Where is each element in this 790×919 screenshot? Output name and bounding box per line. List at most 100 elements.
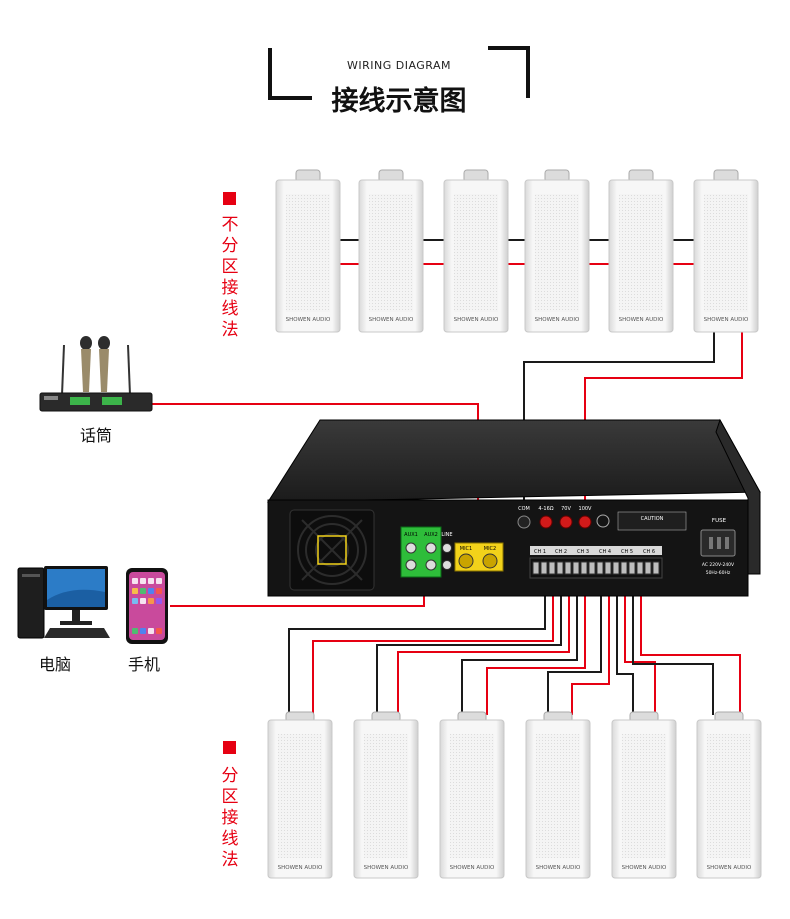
com-label: COM — [518, 506, 530, 512]
screw-terminal[interactable] — [572, 561, 580, 575]
terminal-4-16[interactable] — [539, 515, 553, 529]
zone2-wire-red — [397, 578, 570, 715]
zone3-wire-red — [486, 578, 586, 715]
caution-label: CAUTION — [641, 516, 664, 522]
section-top-char: 不 — [222, 215, 239, 235]
mic-jack[interactable] — [482, 553, 498, 569]
zone1-wire-red — [312, 578, 554, 715]
section-bottom-char: 接 — [222, 808, 239, 828]
bottom-speaker-row: SHOWEN AUDIO SHOWEN AUDIO SHOWEN AUDIO S… — [267, 711, 762, 879]
caution-plate — [617, 511, 687, 531]
com-terminal[interactable] — [517, 515, 531, 529]
line-label: LINE — [441, 532, 452, 538]
zone3-wire-black — [461, 578, 578, 715]
rca-jack[interactable] — [442, 543, 452, 553]
screw-terminal[interactable] — [636, 561, 644, 575]
screw-terminal[interactable] — [612, 561, 620, 575]
screw-terminal[interactable] — [644, 561, 652, 575]
fuse-label: FUSE — [712, 518, 727, 524]
screw-terminal[interactable] — [588, 561, 596, 575]
zone5-wire-red — [624, 578, 656, 715]
header-bracket-right — [488, 46, 530, 98]
screw-terminal[interactable] — [532, 561, 540, 575]
screw-terminal[interactable] — [580, 561, 588, 575]
rca-jack[interactable] — [405, 542, 417, 554]
speaker-brand-label: SHOWEN AUDIO — [707, 865, 752, 871]
column-speaker: SHOWEN AUDIO — [611, 711, 677, 879]
output-70v-label: 70V — [561, 506, 571, 512]
rca-jack[interactable] — [425, 559, 437, 571]
channel-label: CH 2 — [555, 549, 567, 555]
phone-icon: 手机 — [126, 568, 168, 674]
rca-jack[interactable] — [425, 542, 437, 554]
zone1-wire-black — [288, 578, 546, 715]
zone4-wire-red — [571, 578, 610, 715]
screw-terminal[interactable] — [556, 561, 564, 575]
microphone-icon — [80, 336, 92, 392]
section-top-char: 区 — [222, 257, 239, 277]
screw-terminal[interactable] — [652, 561, 660, 575]
section-bottom-char: 区 — [222, 787, 239, 807]
amplifier-top — [267, 419, 761, 503]
zone6-wire-black — [632, 578, 714, 715]
section-marker-bottom — [223, 741, 236, 754]
zone6-wire-red — [640, 578, 741, 715]
speaker-brand-label: SHOWEN AUDIO — [619, 317, 664, 323]
section-top-char: 线 — [222, 299, 239, 319]
screw-terminal[interactable] — [604, 561, 612, 575]
power-input-section: FUSE AC 220V-240V 50Hz-60Hz — [700, 518, 736, 576]
aux-input-panel: AUX1 AUX2 — [400, 526, 442, 578]
speaker-brand-label: SHOWEN AUDIO — [535, 317, 580, 323]
top-speaker-row: SHOWEN AUDIO SHOWEN AUDIO SHOWEN AUDIO S… — [275, 169, 759, 333]
channel-label: CH 5 — [621, 549, 633, 555]
aux1-label: AUX1 — [404, 532, 418, 538]
section-top-char: 接 — [222, 278, 239, 298]
certification-logo-icon — [596, 514, 610, 528]
column-speaker: SHOWEN AUDIO — [524, 169, 590, 333]
speaker-brand-label: SHOWEN AUDIO — [278, 865, 323, 871]
mic-input-panel: MIC1 MIC2 — [454, 542, 504, 572]
screw-terminal[interactable] — [620, 561, 628, 575]
section-top-char: 法 — [222, 320, 239, 340]
output-100v-label: 100V — [579, 506, 593, 512]
rca-jack[interactable] — [442, 560, 452, 570]
section-top-char: 分 — [222, 236, 239, 256]
column-speaker: SHOWEN AUDIO — [696, 711, 762, 879]
output-4-16-label: 4-16Ω — [538, 506, 553, 512]
screw-terminal[interactable] — [548, 561, 556, 575]
rca-jack[interactable] — [405, 559, 417, 571]
section-label-top: 不 分 区 接 线 法 — [222, 192, 239, 340]
screw-terminal[interactable] — [540, 561, 548, 575]
zone-channel-strip: CH 1 CH 2 CH 3 CH 4 CH 5 CH 6 — [529, 546, 663, 579]
speaker-brand-label: SHOWEN AUDIO — [622, 865, 667, 871]
section-bottom-char: 法 — [222, 850, 239, 870]
column-speaker: SHOWEN AUDIO — [358, 169, 424, 333]
screw-terminal[interactable] — [628, 561, 636, 575]
section-bottom-char: 分 — [222, 766, 239, 786]
section-marker-top — [223, 192, 236, 205]
section-bottom-char: 线 — [222, 829, 239, 849]
column-speaker: SHOWEN AUDIO — [443, 169, 509, 333]
power-voltage-label: AC 220V-240V — [702, 562, 735, 568]
mic-jack[interactable] — [458, 553, 474, 569]
aux2-label: AUX2 — [424, 532, 438, 538]
mic2-label: MIC2 — [484, 546, 496, 552]
terminal-70v[interactable] — [559, 515, 573, 529]
channel-label: CH 6 — [643, 549, 655, 555]
zone-wires — [288, 578, 741, 715]
column-speaker: SHOWEN AUDIO — [439, 711, 505, 879]
speaker-output-terminals: COM 4-16Ω 70V 100V — [517, 506, 593, 529]
zone2-wire-black — [376, 578, 562, 715]
screw-terminal[interactable] — [596, 561, 604, 575]
microphone-icon — [98, 336, 110, 392]
wireless-microphone-set: 话筒 — [39, 336, 153, 445]
column-speaker: SHOWEN AUDIO — [525, 711, 591, 879]
terminal-100v[interactable] — [578, 515, 592, 529]
channel-label: CH 3 — [577, 549, 589, 555]
screw-terminal[interactable] — [564, 561, 572, 575]
channel-label: CH 4 — [599, 549, 611, 555]
top-daisy-chain — [340, 239, 697, 265]
mic1-label: MIC1 — [460, 546, 472, 552]
line-output-panel: LINE — [441, 532, 453, 570]
